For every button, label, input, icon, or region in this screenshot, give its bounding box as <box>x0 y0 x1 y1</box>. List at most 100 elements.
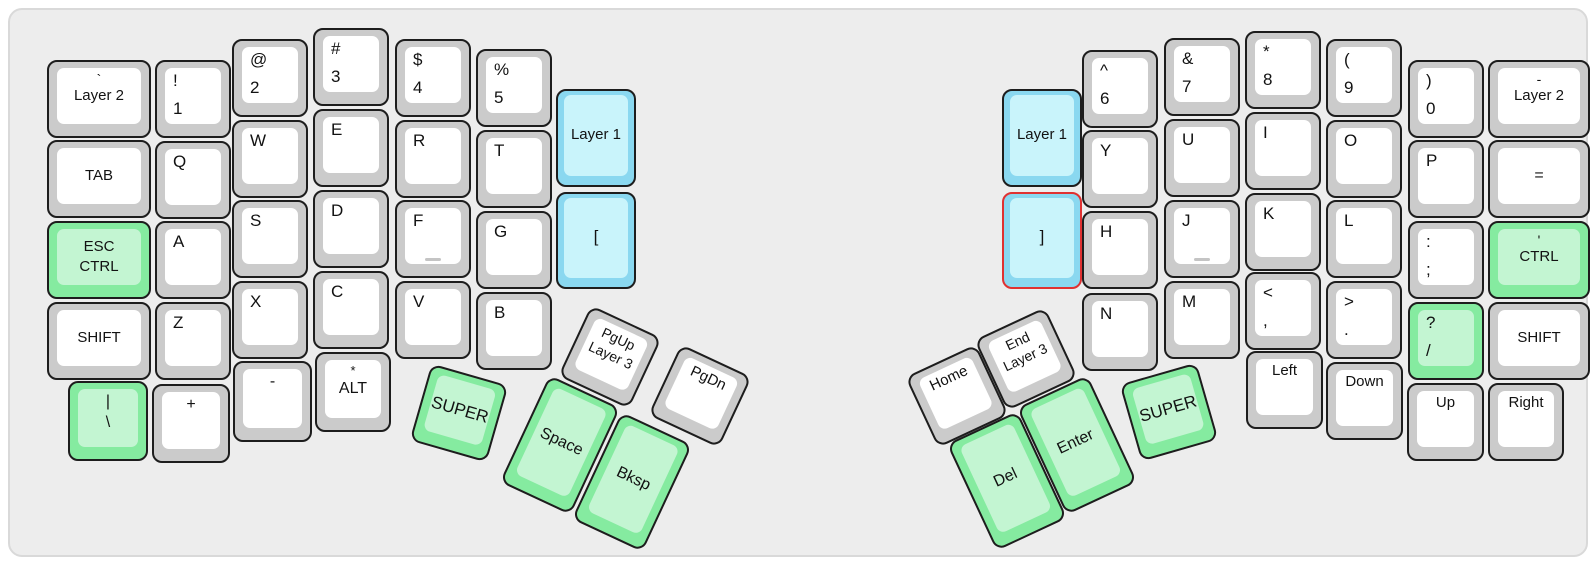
key-pct-5[interactable]: %5 <box>476 49 552 127</box>
key-super-right[interactable]: SUPER <box>1119 362 1219 462</box>
key-v[interactable]: V <box>395 281 471 359</box>
key-g[interactable]: G <box>476 211 552 289</box>
keycap-top-surface <box>323 198 379 254</box>
key-p[interactable]: P <box>1408 140 1484 218</box>
key-label: C <box>331 282 344 301</box>
keycap-top-surface <box>1255 201 1311 257</box>
key-label: 9 <box>1344 78 1354 98</box>
key-question-slash[interactable]: ?/ <box>1408 302 1484 380</box>
key-hash-3[interactable]: #3 <box>313 28 389 106</box>
key-label: | \ <box>105 393 111 432</box>
key-minus[interactable]: - <box>233 361 312 442</box>
key-quote-ctrl[interactable]: 'CTRL <box>1488 221 1590 299</box>
key-label: Down <box>1345 373 1384 390</box>
key-pipe-backslash[interactable]: | \ <box>68 381 148 461</box>
keycap-top-surface <box>165 229 221 285</box>
key-a[interactable]: A <box>155 221 231 299</box>
key-label: ; <box>1426 260 1431 280</box>
key-u[interactable]: U <box>1164 119 1240 197</box>
key-i[interactable]: I <box>1245 112 1321 190</box>
key-label: < <box>1263 283 1273 302</box>
keycap-top-surface <box>405 289 461 345</box>
key-equals[interactable]: = <box>1488 140 1590 218</box>
key-rparen-0[interactable]: )0 <box>1408 60 1484 138</box>
key-l[interactable]: L <box>1326 200 1402 278</box>
key-arrow-up[interactable]: Up <box>1407 383 1484 461</box>
key-label: ] <box>1039 227 1045 247</box>
key-c[interactable]: C <box>313 271 389 349</box>
key-j[interactable]: J <box>1164 200 1240 278</box>
key-h[interactable]: H <box>1082 211 1158 289</box>
keycap-top-surface <box>242 208 298 264</box>
keycap-top-surface <box>1010 95 1074 176</box>
key-lparen-9[interactable]: (9 <box>1326 39 1402 117</box>
key-label: Layer 2 <box>73 87 125 105</box>
key-lt-comma[interactable]: <, <box>1245 272 1321 350</box>
key-y[interactable]: Y <box>1082 130 1158 208</box>
key-label: Right <box>1508 394 1544 411</box>
key-z[interactable]: Z <box>155 302 231 380</box>
key-esc-ctrl[interactable]: ESC CTRL <box>47 221 151 299</box>
keycap-top-surface <box>1092 301 1148 357</box>
key-d[interactable]: D <box>313 190 389 268</box>
key-label: R <box>413 131 426 150</box>
key-layer1-right[interactable]: Layer 1 <box>1002 89 1082 187</box>
key-label: [ <box>593 227 599 247</box>
key-amp-7[interactable]: &7 <box>1164 38 1240 116</box>
key-plus[interactable]: + <box>152 384 230 463</box>
key-shift-left[interactable]: SHIFT <box>47 302 151 380</box>
key-w[interactable]: W <box>232 120 308 198</box>
key-label: Left <box>1271 362 1298 379</box>
key-gt-period[interactable]: >. <box>1326 281 1402 359</box>
key-o[interactable]: O <box>1326 120 1402 198</box>
key-label: . <box>1344 320 1349 340</box>
key-label: 5 <box>494 88 504 108</box>
key-colon-semicolon[interactable]: :; <box>1408 221 1484 299</box>
key-label: G <box>494 222 508 241</box>
key-label: T <box>494 141 505 160</box>
key-lbracket[interactable]: [ <box>556 192 636 289</box>
keycap-top-surface <box>1498 229 1580 285</box>
key-super-left[interactable]: SUPER <box>409 363 509 463</box>
key-arrow-down[interactable]: Down <box>1326 362 1403 440</box>
key-excl-1[interactable]: !1 <box>155 60 231 138</box>
keycap-top-surface <box>1417 391 1474 447</box>
key-caret-6[interactable]: ^6 <box>1082 50 1158 128</box>
key-x[interactable]: X <box>232 281 308 359</box>
key-label: V <box>413 292 425 311</box>
keycap-top-surface <box>165 149 221 205</box>
key-dollar-4[interactable]: $4 <box>395 39 471 117</box>
keycap-top-surface <box>78 389 138 447</box>
key-e[interactable]: E <box>313 109 389 187</box>
key-label: I <box>1263 123 1268 142</box>
keycap-top-surface <box>486 219 542 275</box>
key-asterisk-alt[interactable]: *ALT <box>315 352 391 432</box>
key-arrow-left[interactable]: Left <box>1246 351 1323 429</box>
keycap-top-surface <box>1336 289 1392 345</box>
key-label: * <box>1263 42 1270 61</box>
key-minus-layer2[interactable]: -Layer 2 <box>1488 60 1590 138</box>
key-n[interactable]: N <box>1082 293 1158 371</box>
key-label: % <box>494 60 510 79</box>
key-k[interactable]: K <box>1245 193 1321 271</box>
key-label: S <box>250 211 262 230</box>
key-f[interactable]: F <box>395 200 471 278</box>
key-shift-right[interactable]: SHIFT <box>1488 302 1590 380</box>
key-rbracket[interactable]: ] <box>1002 192 1082 289</box>
key-s[interactable]: S <box>232 200 308 278</box>
key-r[interactable]: R <box>395 120 471 198</box>
key-t[interactable]: T <box>476 130 552 208</box>
key-at-2[interactable]: @2 <box>232 39 308 117</box>
keycap-top-surface <box>1092 219 1148 275</box>
key-b[interactable]: B <box>476 292 552 370</box>
key-label: - <box>269 373 276 390</box>
key-asterisk-8[interactable]: *8 <box>1245 31 1321 109</box>
key-layer1-left[interactable]: Layer 1 <box>556 89 636 187</box>
key-tab[interactable]: TAB <box>47 140 151 218</box>
key-arrow-right[interactable]: Right <box>1488 383 1564 461</box>
key-q[interactable]: Q <box>155 141 231 219</box>
key-label: ^ <box>1100 61 1108 80</box>
key-m[interactable]: M <box>1164 281 1240 359</box>
keycap-top-surface <box>243 369 302 428</box>
key-backtick-layer2[interactable]: `Layer 2 <box>47 60 151 138</box>
